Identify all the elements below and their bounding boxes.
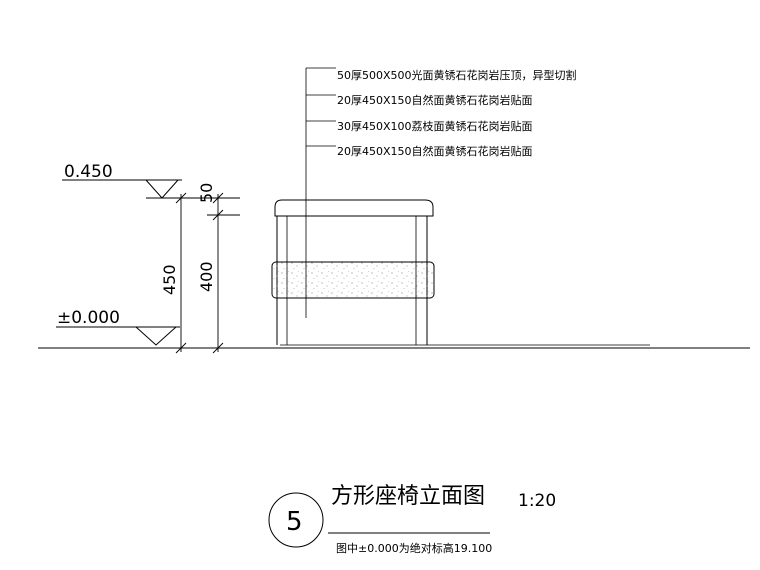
level-label-top: 0.450 — [64, 162, 113, 182]
level-label-ground: ±0.000 — [57, 308, 120, 328]
annotation-facing-1: 20厚450X150自然面黄锈石花岗岩贴面 — [337, 93, 533, 107]
drawing-title: 方形座椅立面图 — [331, 484, 485, 509]
granite-band — [271, 261, 435, 299]
seat-cap — [274, 199, 434, 217]
detail-number: 5 — [286, 507, 303, 537]
dimension-overall: 450 — [160, 264, 179, 295]
level-mark-ground — [56, 326, 180, 346]
leader-lines — [305, 67, 336, 318]
square-seat — [271, 199, 435, 345]
dimension-cap: 50 — [197, 183, 216, 203]
detail-number-circle — [268, 492, 324, 548]
annotation-facing-2: 30厚450X100荔枝面黄锈石花岗岩贴面 — [337, 119, 533, 133]
dimension-body: 400 — [197, 261, 216, 292]
level-mark-top — [62, 179, 240, 199]
annotation-facing-3: 20厚450X150自然面黄锈石花岗岩贴面 — [337, 144, 533, 158]
annotation-capstone: 50厚500X500光面黄锈石花岗岩压顶，异型切割 — [337, 68, 577, 82]
dimension-lines — [170, 192, 240, 354]
drawing-scale: 1:20 — [518, 491, 556, 511]
elevation-note: 图中±0.000为绝对标高19.100 — [336, 541, 492, 555]
